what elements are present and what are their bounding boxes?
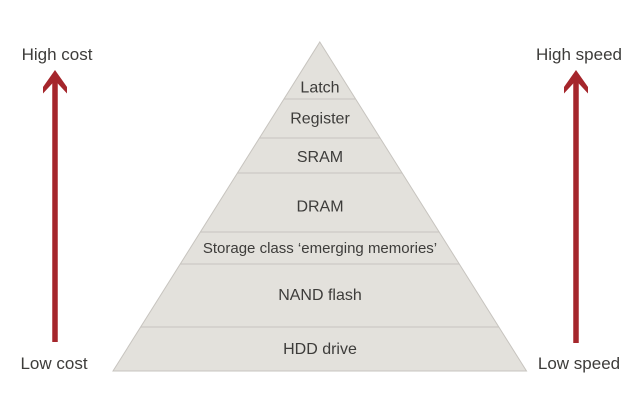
pyramid-level-label-dram: DRAM — [296, 199, 343, 216]
pyramid-level-label-latch: Latch — [300, 80, 339, 97]
pyramid-level-label-hdd-drive: HDD drive — [283, 341, 357, 358]
pyramid-level-label-storage-class: Storage class ‘emerging memories’ — [203, 240, 437, 257]
cost-axis: High cost Low cost — [20, 45, 92, 373]
high-speed-label: High speed — [536, 45, 622, 64]
low-cost-label: Low cost — [20, 354, 87, 373]
low-speed-label: Low speed — [538, 354, 620, 373]
pyramid-level-label-nand-flash: NAND flash — [278, 287, 362, 304]
pyramid: Latch Register SRAM DRAM Storage class ‘… — [112, 41, 528, 372]
high-cost-label: High cost — [22, 45, 93, 64]
pyramid-level-label-register: Register — [290, 111, 350, 128]
pyramid-body — [112, 41, 528, 372]
speed-axis: High speed Low speed — [536, 45, 622, 373]
pyramid-level-label-sram: SRAM — [297, 149, 343, 166]
cost-arrow-up-icon — [43, 70, 67, 94]
speed-arrow-up-icon — [564, 70, 588, 94]
